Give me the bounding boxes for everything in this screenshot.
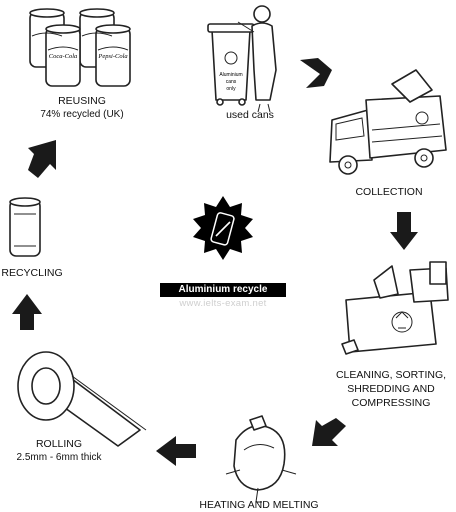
arrow-furnace-to-roll-icon: [156, 436, 196, 466]
recycling-title: RECYCLING: [1, 267, 63, 279]
can-brand-2: Pepsi-Cola: [97, 53, 127, 60]
recycling-label: RECYCLING: [0, 266, 64, 280]
cleaning-line-2: SHREDDING AND: [347, 383, 435, 395]
rolling-label: ROLLING 2.5mm - 6mm thick: [4, 437, 114, 465]
cleaning-line-1: CLEANING, SORTING,: [335, 369, 447, 381]
watermark: www.ielts-exam.net: [179, 298, 267, 309]
arrow-roll-to-can-icon: [12, 294, 42, 330]
bin-text-3: only: [226, 86, 236, 92]
rolling-detail: 2.5mm - 6mm thick: [16, 452, 102, 463]
heating-title: HEATING AND MELTING: [199, 499, 319, 511]
used-cans-label: used cans: [205, 108, 295, 122]
collection-label: COLLECTION: [334, 185, 444, 199]
cleaning-label: CLEANING, SORTING, SHREDDING AND COMPRES…: [330, 368, 452, 410]
bin-text-2: cans: [226, 79, 237, 85]
arrow-truck-to-machine-icon: [390, 212, 418, 250]
rolling-title: ROLLING: [35, 438, 83, 450]
used-cans-title: used cans: [226, 109, 274, 121]
collection-title: COLLECTION: [355, 186, 423, 198]
cleaning-line-3: COMPRESSING: [351, 397, 431, 409]
reusing-label: REUSING 74% recycled (UK): [22, 94, 142, 122]
reusing-detail: 74% recycled (UK): [40, 109, 124, 120]
bin-text-1: Aluminium: [219, 72, 242, 78]
arrow-can-to-cans-icon: [28, 140, 56, 178]
reusing-title: REUSING: [58, 95, 106, 107]
center-title: Aluminium recycle: [160, 283, 286, 297]
can-brand-1: Coca-Cola: [49, 53, 78, 60]
arrow-machine-to-furnace-icon: [312, 418, 346, 446]
arrow-bin-to-truck-icon: [300, 58, 332, 88]
heating-label: HEATING AND MELTING: [184, 498, 334, 512]
